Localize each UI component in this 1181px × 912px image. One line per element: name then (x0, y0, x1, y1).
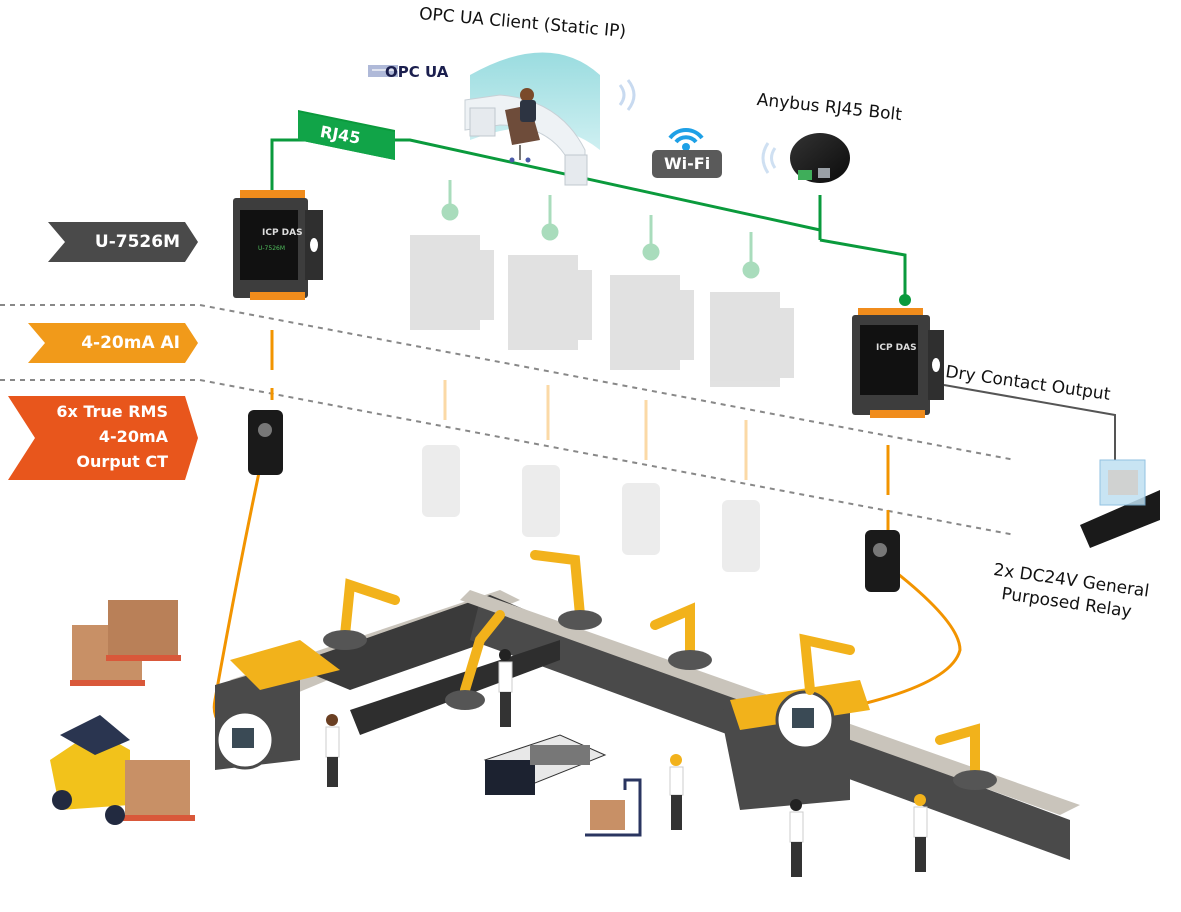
dry-contact-wire (943, 384, 1116, 460)
faded-signal-lines (443, 380, 748, 480)
tag-u7526m-text: U-7526M (48, 222, 198, 262)
rj45-tag (298, 110, 395, 160)
opc-ua-logo-text: OPC UA (385, 63, 449, 81)
tag-ct-line3: Ourput CT (76, 452, 168, 471)
current-transformer-icon (248, 410, 900, 592)
tag-ct-line1: 6x True RMS (56, 402, 168, 421)
tag-ct-line2: 4-20mA (98, 427, 168, 446)
tag-4-20ma-label: 4-20mA AI (81, 333, 180, 353)
operator-workstation-icon (464, 52, 600, 186)
tag-4-20ma-text: 4-20mA AI (28, 323, 198, 363)
tag-4-20ma-ai (28, 323, 198, 363)
robot-bases (323, 610, 997, 790)
tag-u7526m (48, 222, 198, 262)
wireless-signal-icon (618, 79, 636, 111)
tag-u7526m-label: U-7526M (94, 232, 180, 252)
opc-ua-logo (368, 65, 398, 77)
hand-cart-icon (585, 778, 642, 837)
svg-text:ICP DAS: ICP DAS (876, 343, 917, 353)
worker-icon (325, 649, 928, 877)
tag-true-rms-ct (8, 396, 198, 480)
svg-text:U-7526M: U-7526M (258, 245, 285, 252)
faded-ct-sensors (422, 445, 760, 572)
io-module-icon-2: ICP DAS (852, 308, 944, 418)
anybus-bolt-icon (761, 133, 850, 183)
servo-motor-icon (215, 690, 835, 770)
tag-ct-text: 6x True RMS 4-20mA Ourput CT (8, 396, 198, 480)
robot-arm-icon (340, 550, 980, 780)
io-module-icon: ICP DAS U-7526M (233, 190, 323, 300)
wifi-label: Wi-Fi (664, 154, 711, 173)
svg-text:ICP DAS: ICP DAS (262, 228, 303, 238)
agv-icon (483, 734, 607, 795)
pallet-icon (70, 600, 181, 686)
wifi-icon (652, 128, 722, 178)
ethernet-bus (265, 138, 911, 306)
forklift-icon (50, 715, 195, 825)
relay-icon (1080, 459, 1160, 548)
zone-separator-1 (0, 304, 1016, 461)
zone-separator-2 (0, 379, 1016, 536)
faded-io-modules (410, 235, 794, 387)
